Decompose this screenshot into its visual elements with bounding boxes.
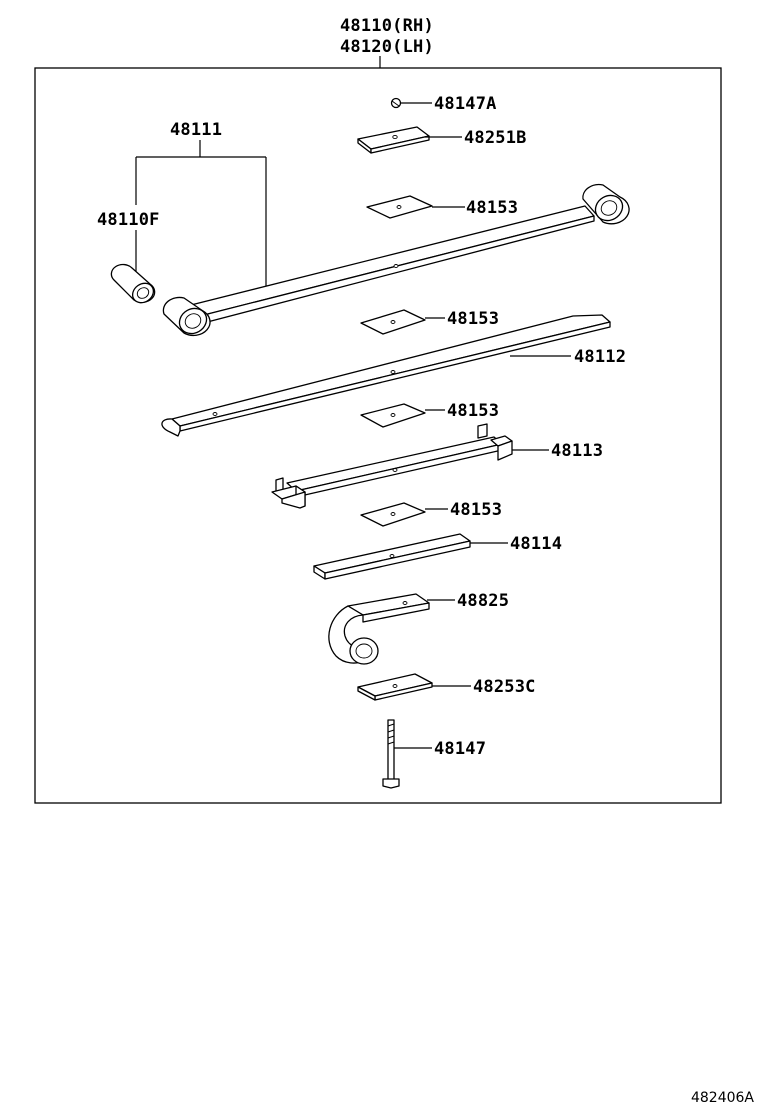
top-plate-part <box>357 126 430 154</box>
leaf-4-part <box>313 533 471 580</box>
insert-1-label: 48153 <box>466 198 518 218</box>
leaf-4-label: 48114 <box>510 534 562 554</box>
leaf-2-label: 48112 <box>574 347 626 367</box>
center-bolt-label: 48147 <box>434 739 486 759</box>
bottom-plate-label: 48253C <box>473 677 536 697</box>
main-leaf-label: 48111 <box>170 120 222 140</box>
clip-part <box>390 97 402 109</box>
assembly-rh-label: 48110(RH) <box>340 16 434 36</box>
insert-2-label: 48153 <box>447 309 499 329</box>
insert-4-label: 48153 <box>450 500 502 520</box>
insert-3-label: 48153 <box>447 401 499 421</box>
leaf-2-part <box>161 314 611 437</box>
main-leaf-part <box>162 183 630 337</box>
assembly-lh-label: 48120(LH) <box>340 37 434 57</box>
clip-label: 48147A <box>434 94 497 114</box>
insert-2-part <box>360 309 426 335</box>
top-plate-label: 48251B <box>464 128 527 148</box>
insert-3-part <box>360 403 426 428</box>
leaf-3-part <box>271 423 513 509</box>
bushing-part <box>110 263 156 304</box>
helper-spring-part <box>328 593 430 665</box>
bushing-label: 48110F <box>97 210 160 230</box>
center-bolt-part <box>382 719 400 789</box>
diagram-frame <box>34 67 722 804</box>
figure-code: 482406A <box>690 1090 754 1106</box>
helper-spring-label: 48825 <box>457 591 509 611</box>
bottom-plate-part <box>357 673 433 701</box>
leaf-3-label: 48113 <box>551 441 603 461</box>
insert-1-part <box>366 195 433 219</box>
insert-4-part <box>360 502 426 527</box>
